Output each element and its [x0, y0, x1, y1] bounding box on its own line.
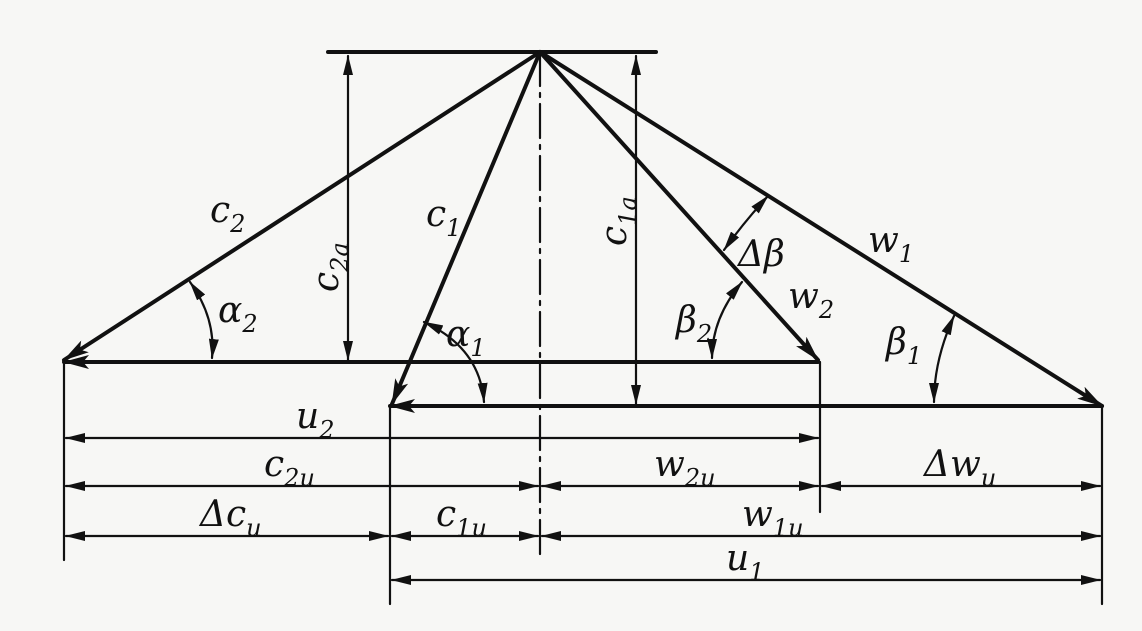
label-alpha2: α2: [218, 290, 258, 338]
label-c1: c1: [426, 194, 461, 242]
label-u2: u2: [296, 396, 334, 444]
label-w1u: w1u: [742, 494, 804, 542]
arc-alpha1: [422, 320, 488, 404]
arc-beta1: [929, 314, 956, 404]
label-c1a: c1a: [594, 196, 642, 246]
vector-w2: [538, 50, 820, 362]
arc-beta2: [707, 280, 744, 360]
label-w2: w2: [788, 276, 834, 324]
label-dbeta: Δβ: [736, 234, 785, 275]
label-w1: w1: [868, 220, 914, 268]
vector-c2: [62, 50, 542, 362]
arc-alpha2: [188, 280, 219, 360]
vector-c1: [390, 50, 542, 406]
arc-dbeta: [722, 194, 770, 252]
label-c2a: c2a: [306, 242, 354, 292]
label-dwu: Δwu: [922, 444, 996, 492]
label-c2u: c2u: [264, 444, 315, 492]
label-dcu: Δcu: [198, 494, 262, 542]
label-u1: u1: [726, 538, 764, 586]
label-beta1: β1: [884, 322, 922, 370]
label-alpha1: α1: [446, 314, 486, 362]
label-w2u: w2u: [654, 444, 716, 492]
label-beta2: β2: [674, 300, 712, 348]
label-c1u: c1u: [436, 494, 487, 542]
label-c2: c2: [210, 190, 245, 238]
